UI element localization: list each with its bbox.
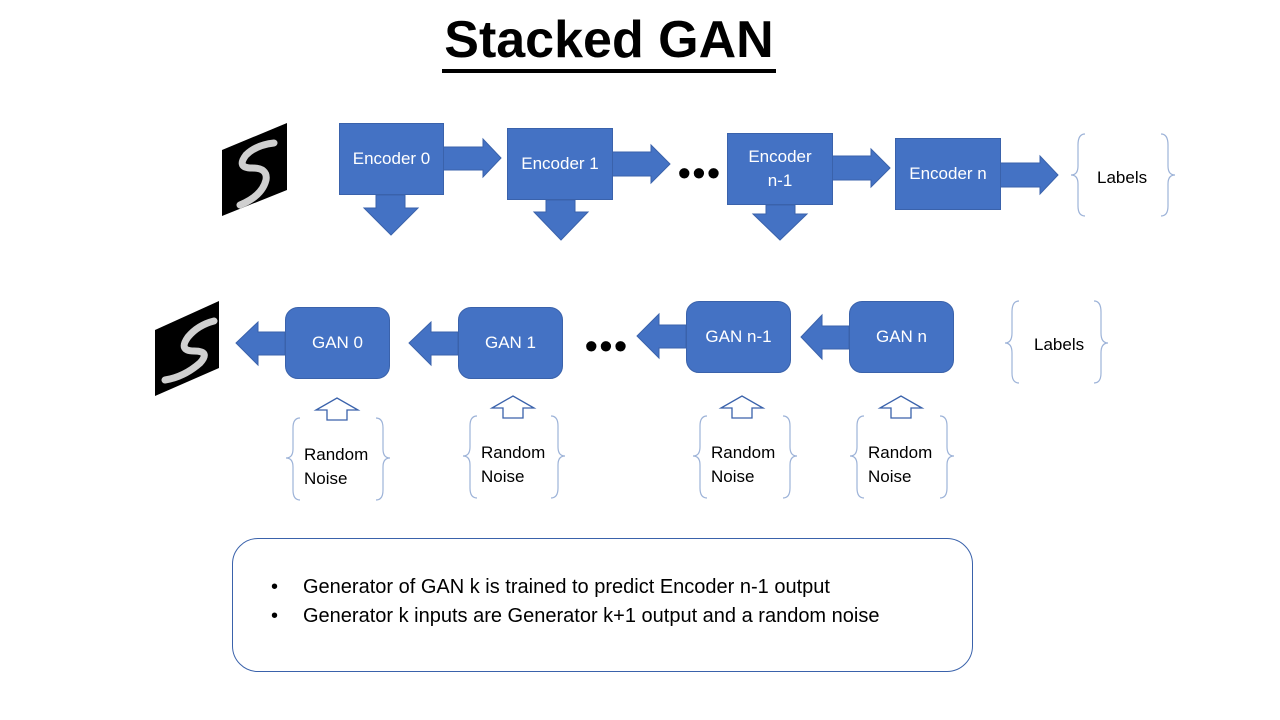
- encoder-box-0: Encoder 0: [339, 123, 444, 195]
- gan-label: GAN 1: [484, 333, 537, 352]
- title-text: Stacked GAN: [442, 11, 776, 73]
- random-noise-text: Random Noise: [481, 443, 546, 486]
- encoder-label: Encoder n-1: [748, 147, 812, 190]
- gan-box-n-1: GAN n-1: [686, 301, 791, 373]
- page-title: Stacked GAN: [0, 10, 1218, 73]
- notes-list: Generator of GAN k is trained to predict…: [271, 573, 879, 631]
- gan-label: GAN n-1: [705, 327, 772, 346]
- encoder-label: Encoder 0: [352, 149, 431, 168]
- encoder-label: Encoder 1: [521, 154, 599, 173]
- labels-text: Labels: [1097, 168, 1148, 187]
- gan-box-1: GAN 1: [458, 307, 563, 379]
- hollow-up-arrow-icon: [313, 395, 925, 421]
- encoder-box-1: Encoder 1: [507, 128, 613, 200]
- arrow-icon: [235, 312, 850, 367]
- arrow-icon: [362, 194, 809, 241]
- gan-box-n: GAN n: [849, 301, 954, 373]
- digit-image-icon: [222, 123, 287, 216]
- arrow-icon: [442, 137, 1059, 196]
- gan-box-0: GAN 0: [285, 307, 390, 379]
- note-item: Generator of GAN k is trained to predict…: [271, 573, 879, 602]
- random-noise-text: Random Noise: [711, 443, 776, 486]
- notes-box: Generator of GAN k is trained to predict…: [232, 538, 973, 672]
- encoder-box-n: Encoder n: [895, 138, 1001, 210]
- digit-image-icon: [155, 301, 219, 396]
- note-item: Generator k inputs are Generator k+1 out…: [271, 602, 879, 631]
- gan-label: GAN 0: [311, 333, 364, 352]
- ellipsis-bottom: •••: [585, 325, 629, 366]
- labels-text: Labels: [1034, 335, 1085, 354]
- brace-icon: [285, 133, 1176, 501]
- encoder-box-n-1: Encoder n-1: [727, 133, 833, 205]
- encoder-label: Encoder n: [909, 164, 987, 183]
- random-noise-text: Random Noise: [868, 443, 933, 486]
- ellipsis-top: •••: [678, 152, 722, 193]
- random-noise-text: Random Noise: [304, 445, 369, 488]
- gan-label: GAN n: [875, 327, 928, 346]
